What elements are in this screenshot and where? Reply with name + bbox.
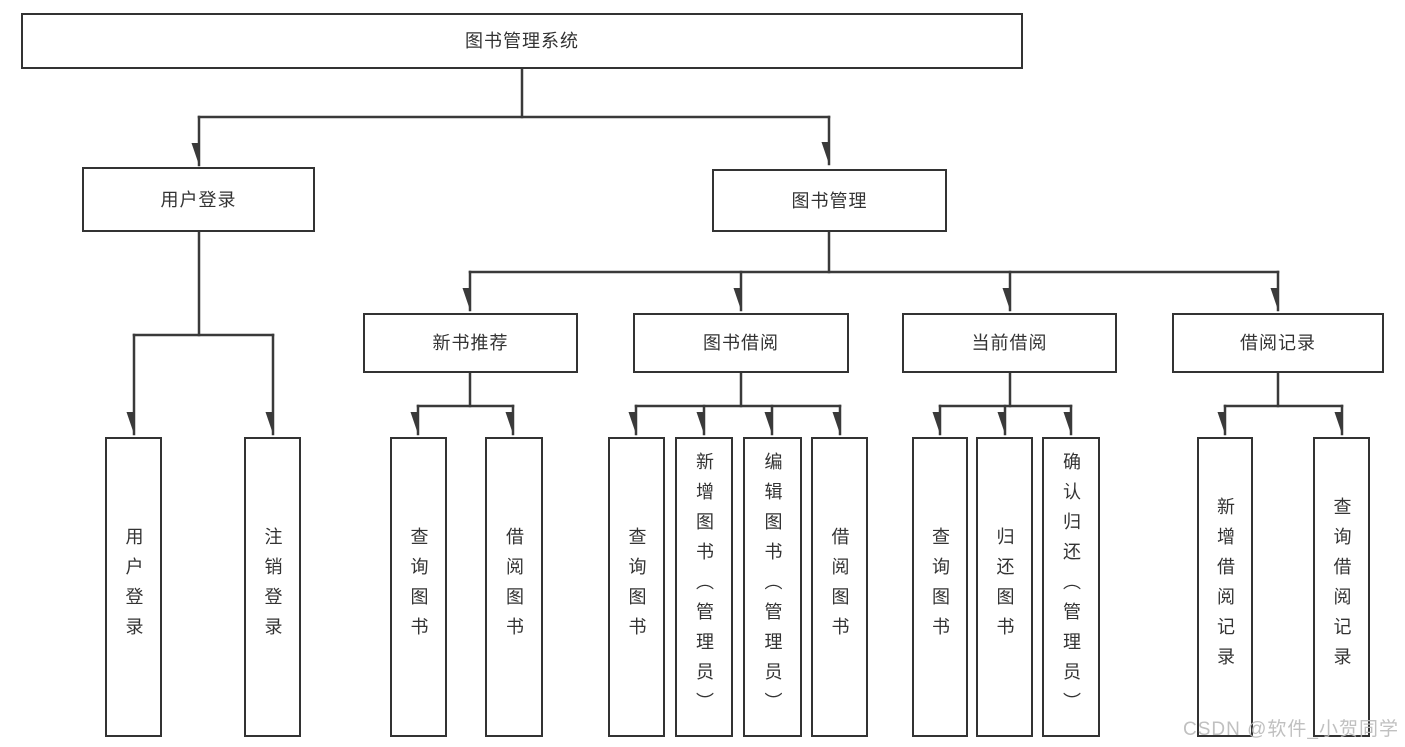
- leaf-edit-books-admin: 编辑图书（管理员）: [743, 437, 802, 737]
- leaf-query-books-current: 查询图书: [912, 437, 968, 737]
- node-label: 编辑图书（管理员）: [762, 452, 783, 722]
- node-label: 当前借阅: [971, 333, 1048, 353]
- node-label: 查询图书: [626, 527, 647, 647]
- leaf-confirm-return-admin: 确认归还（管理员）: [1042, 437, 1100, 737]
- node-label: 新增图书（管理员）: [694, 452, 714, 722]
- node-label: 新书推荐: [432, 333, 509, 353]
- leaf-query-books-recommend: 查询图书: [390, 437, 447, 737]
- leaf-return-books: 归还图书: [976, 437, 1033, 737]
- leaf-user-login: 用户登录: [105, 437, 162, 737]
- node-label: 查询图书: [930, 527, 950, 647]
- csdn-watermark: CSDN @软件_小贺同学: [1183, 719, 1399, 740]
- node-label: 查询借阅记录: [1331, 497, 1352, 677]
- node-label: 查询图书: [408, 527, 429, 647]
- node-label: 图书管理: [791, 190, 868, 211]
- node-book-borrowing: 图书借阅: [633, 313, 849, 373]
- node-book-management: 图书管理: [712, 169, 947, 232]
- node-library-management-system: 图书管理系统: [21, 13, 1023, 69]
- leaf-query-borrow-record: 查询借阅记录: [1313, 437, 1370, 737]
- node-label: 确认归还（管理员）: [1061, 452, 1081, 722]
- node-label: 图书借阅: [703, 333, 779, 353]
- leaf-query-books-borrowing: 查询图书: [608, 437, 665, 737]
- node-new-book-recommend: 新书推荐: [363, 313, 578, 373]
- node-label: 借阅图书: [504, 527, 524, 647]
- leaf-borrow-books: 借阅图书: [811, 437, 868, 737]
- node-current-borrowing: 当前借阅: [902, 313, 1117, 373]
- node-label: 图书管理系统: [465, 31, 579, 51]
- leaf-add-borrow-record: 新增借阅记录: [1197, 437, 1253, 737]
- leaf-add-books-admin: 新增图书（管理员）: [675, 437, 733, 737]
- node-user-login: 用户登录: [82, 167, 315, 232]
- leaf-borrow-books-recommend: 借阅图书: [485, 437, 543, 737]
- node-label: 注销登录: [262, 527, 283, 647]
- node-label: 归还图书: [994, 527, 1015, 647]
- node-label: 借阅图书: [829, 527, 850, 647]
- node-borrowing-records: 借阅记录: [1172, 313, 1384, 373]
- leaf-logout: 注销登录: [244, 437, 301, 737]
- node-label: 用户登录: [123, 527, 144, 647]
- node-label: 借阅记录: [1240, 333, 1316, 353]
- node-label: 新增借阅记录: [1215, 497, 1235, 677]
- node-label: 用户登录: [160, 189, 237, 210]
